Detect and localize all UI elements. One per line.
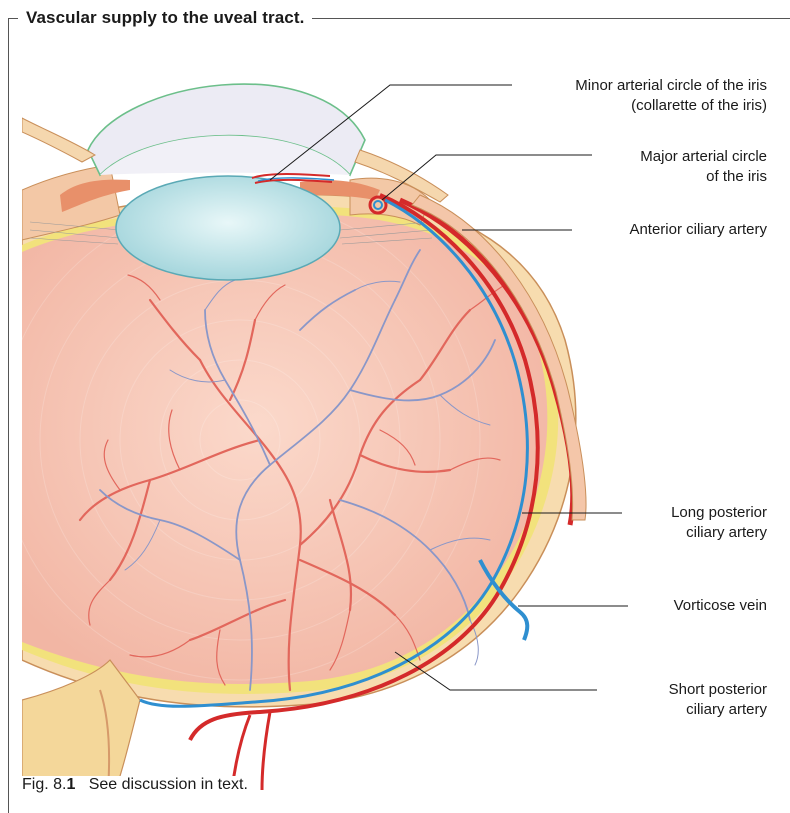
label-short-posterior-ciliary-artery: Short posterior ciliary artery bbox=[669, 680, 767, 720]
conjunctiva-left bbox=[22, 118, 95, 162]
label-major-arterial-circle: Major arterial circle of the iris bbox=[640, 147, 767, 187]
caption-prefix: Fig. 8. bbox=[22, 776, 66, 793]
short-posterior-ciliary-artery-vessel-2 bbox=[262, 712, 270, 790]
label-short-posterior-line2: ciliary artery bbox=[669, 700, 767, 720]
lens bbox=[116, 176, 340, 280]
caption-number: 1 bbox=[66, 776, 75, 793]
caption-text: See discussion in text. bbox=[89, 776, 248, 793]
label-vorticose-vein-text: Vorticose vein bbox=[674, 596, 767, 616]
optic-nerve bbox=[22, 660, 140, 790]
label-minor-arterial-circle-line2: (collarette of the iris) bbox=[575, 96, 767, 116]
label-long-posterior-ciliary-artery: Long posterior ciliary artery bbox=[671, 503, 767, 543]
label-vorticose-vein: Vorticose vein bbox=[674, 596, 767, 616]
label-anterior-ciliary-artery-text: Anterior ciliary artery bbox=[629, 220, 767, 240]
figure-caption: Fig. 8.1 See discussion in text. bbox=[22, 776, 254, 794]
label-long-posterior-line2: ciliary artery bbox=[671, 523, 767, 543]
label-long-posterior-line1: Long posterior bbox=[671, 503, 767, 523]
label-minor-arterial-circle: Minor arterial circle of the iris (colla… bbox=[575, 76, 767, 116]
label-anterior-ciliary-artery: Anterior ciliary artery bbox=[629, 220, 767, 240]
label-major-arterial-circle-line2: of the iris bbox=[640, 167, 767, 187]
label-major-arterial-circle-line1: Major arterial circle bbox=[640, 147, 767, 167]
label-minor-arterial-circle-line1: Minor arterial circle of the iris bbox=[575, 76, 767, 96]
label-short-posterior-line1: Short posterior bbox=[669, 680, 767, 700]
